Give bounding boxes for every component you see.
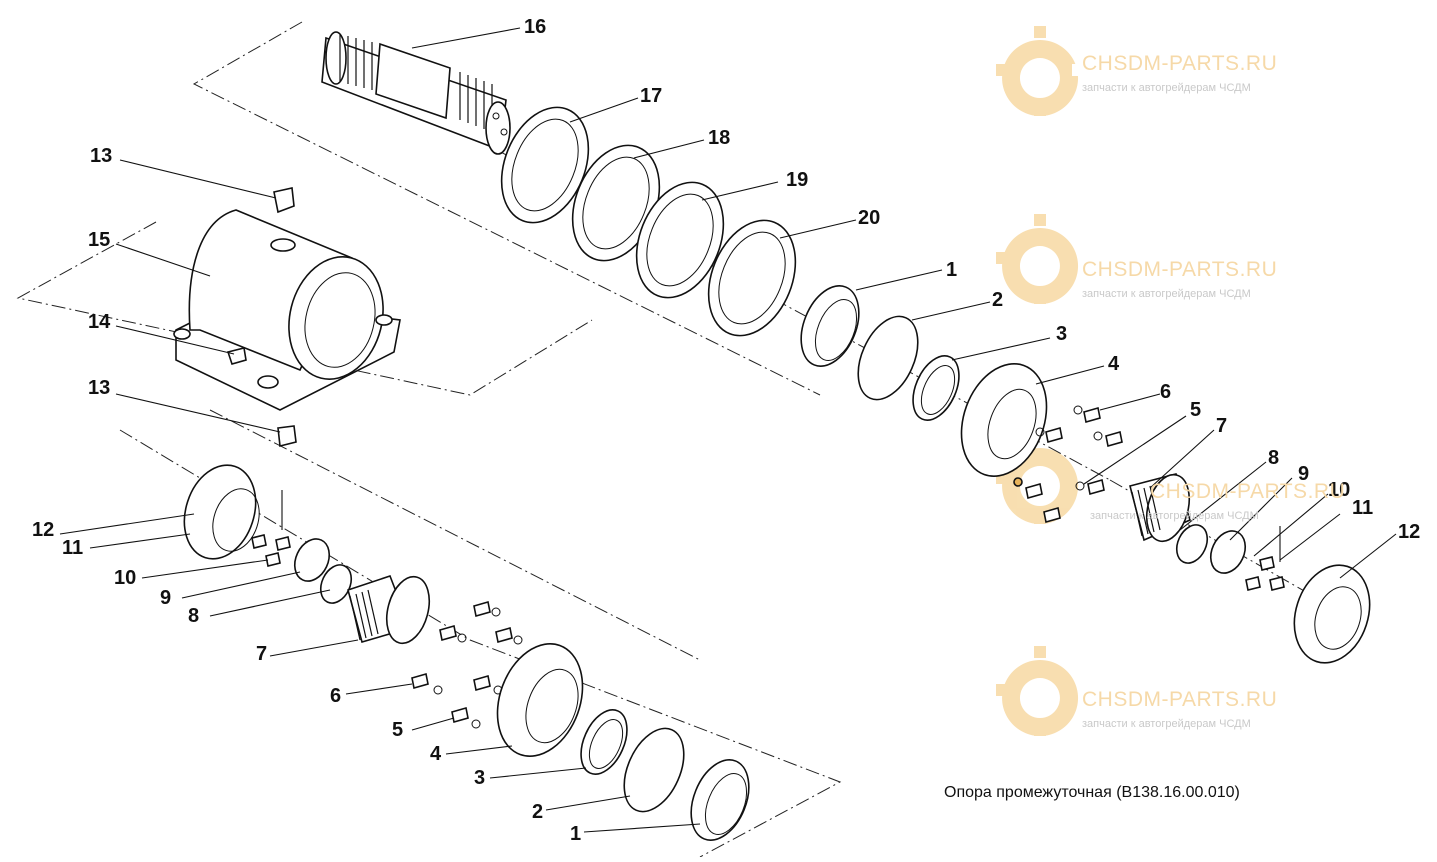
callout-17: 17 [640,85,662,107]
bolts-left [411,600,523,729]
callout-2-right: 2 [992,289,1003,311]
callout-18: 18 [708,127,730,149]
callout-9-left: 9 [160,587,171,609]
part-13-plug [273,187,295,214]
callout-6-left: 6 [330,685,341,707]
callout-12-left: 12 [32,519,54,541]
part-4-cover-left [496,643,584,757]
callout-7-left: 7 [256,643,267,665]
callout-8-left: 8 [188,605,199,627]
callout-numbers: 16 17 18 19 20 13 15 14 13 1 2 3 4 6 5 7… [32,16,1420,845]
callout-3-right: 3 [1056,323,1067,345]
watermark-subtitle: запчасти к автогрейдерам ЧСДМ [1090,510,1259,522]
watermark-gear-icon [996,214,1079,304]
part-4-cover-right [960,363,1048,477]
watermark-subtitle: запчасти к автогрейдерам ЧСДМ [1082,82,1251,94]
callout-19: 19 [786,169,808,191]
callout-6-right: 6 [1160,381,1171,403]
callout-4-left: 4 [430,743,442,765]
callout-13-bottom: 13 [88,377,110,399]
part-2-ring-left [623,727,685,813]
callout-14: 14 [88,311,111,333]
part-12-flange-left [183,464,260,560]
callout-2-left: 2 [532,801,543,823]
watermark-title: CHSDM-PARTS.RU [1082,258,1278,281]
watermark-title: CHSDM-PARTS.RU [1150,480,1346,503]
part-15-housing [173,209,401,411]
callout-3-left: 3 [474,767,485,789]
callout-12-right: 12 [1398,521,1420,543]
watermark-gear-icon [996,646,1079,737]
callout-7-right: 7 [1216,415,1227,437]
part-20-gasket [707,219,797,337]
diagram-caption: Опора промежуточная (В138.16.00.010) [944,784,1240,801]
part-9-plate-right [1209,530,1247,574]
part-3-seal-right [912,355,960,421]
bolts-10-11-right [1245,556,1285,591]
watermark-title: CHSDM-PARTS.RU [1082,688,1278,711]
callout-11-right: 11 [1352,497,1373,519]
part-1-bearing-right [800,285,860,367]
callout-5-right: 5 [1190,399,1201,421]
part-14-bolt [226,347,247,365]
callout-13-top: 13 [90,145,112,167]
callout-5-left: 5 [392,719,403,741]
part-2-ring-right [857,315,919,401]
watermark-subtitle: запчасти к автогрейдерам ЧСДМ [1082,718,1251,730]
callout-10-left: 10 [114,567,136,589]
callout-10-right: 10 [1328,479,1350,501]
part-12-flange-right [1293,564,1371,664]
callout-1-left: 1 [570,823,581,845]
callout-11-left: 11 [62,537,83,559]
leader-lines [59,27,1397,833]
callout-15: 15 [88,229,110,251]
part-19-gasket [635,181,725,299]
part-8-ring-right [1175,524,1209,564]
watermark-subtitle: запчасти к автогрейдерам ЧСДМ [1082,288,1251,300]
watermark-title: CHSDM-PARTS.RU [1082,52,1278,75]
part-9-plate-left [293,538,331,582]
callout-16: 16 [524,16,546,38]
callout-4-right: 4 [1108,353,1120,375]
part-7-coupling-right [1129,473,1191,543]
part-16-shaft [321,31,511,155]
bolts-right [1013,405,1123,524]
part-3-seal-left [580,709,628,775]
callout-20: 20 [858,207,880,229]
part-7-coupling-left [347,574,431,645]
bolts-10-11-left [251,534,291,567]
callout-9-right: 9 [1298,463,1309,485]
part-13-plug [277,425,297,447]
watermark-gear-icon [996,26,1084,116]
callout-1-right: 1 [946,259,957,281]
callout-8-right: 8 [1268,447,1279,469]
part-1-bearing-left [690,759,750,841]
